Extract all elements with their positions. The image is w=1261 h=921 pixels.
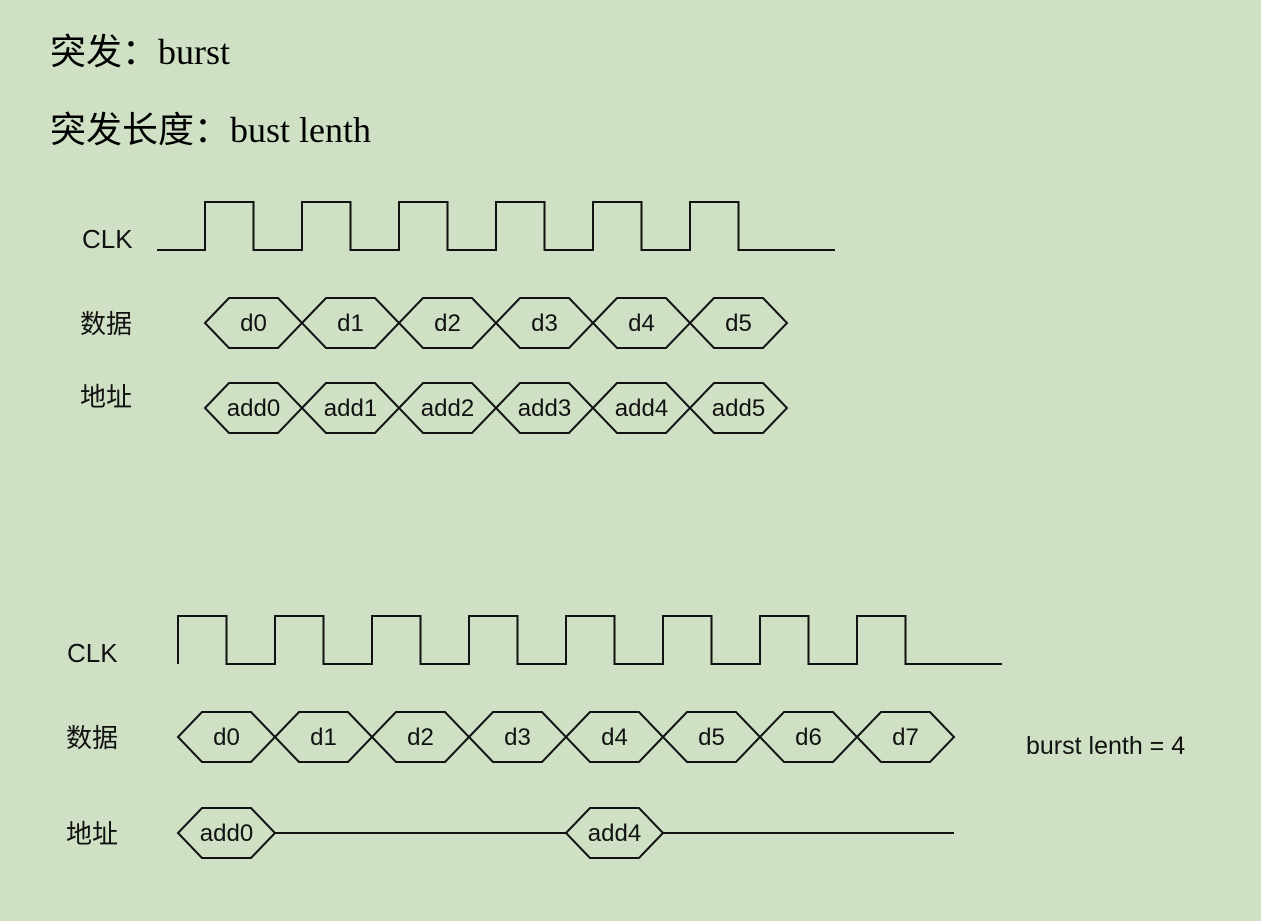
clk-waveform: [157, 201, 835, 251]
data-cell-label: d5: [698, 724, 725, 751]
addr-cell-label: add2: [421, 395, 474, 422]
data-cell-label: d6: [795, 724, 822, 751]
burst-length-note: burst lenth = 4: [1026, 732, 1185, 760]
data-cell-label: d4: [601, 724, 628, 751]
data-label: 数据: [66, 723, 118, 753]
data-cell-label: d2: [434, 310, 461, 337]
addr-cell-label: add1: [324, 395, 377, 422]
addr-label: 地址: [80, 382, 132, 412]
addr-label: 地址: [66, 819, 118, 849]
clk-label: CLK: [67, 638, 118, 668]
addr-cell-label: add4: [588, 820, 641, 847]
clk-label: CLK: [82, 224, 133, 254]
data-cell-label: d1: [337, 310, 364, 337]
data-cell-label: d3: [504, 724, 531, 751]
burst-heading: 突发：burst: [50, 32, 231, 72]
data-cell-label: d4: [628, 310, 655, 337]
clk-waveform: [177, 615, 1002, 665]
data-cell-label: d0: [213, 724, 240, 751]
data-label: 数据: [80, 309, 132, 339]
timing-diagram-burst: CLK 数据 地址 burst lenth = 4 d0 d1 d2 d3 d4 d5 d6…: [66, 615, 1185, 859]
data-cell: [855, 711, 956, 763]
addr-cell-label: add0: [200, 820, 253, 847]
data-cell-label: d5: [725, 310, 752, 337]
data-cell-label: d0: [240, 310, 267, 337]
addr-cell-label: add0: [227, 395, 280, 422]
data-cell-label: d2: [407, 724, 434, 751]
addr-cell-label: add5: [712, 395, 765, 422]
data-cell: [688, 297, 789, 349]
data-cell-label: d1: [310, 724, 337, 751]
data-cell-label: d7: [892, 724, 919, 751]
data-cell-label: d3: [531, 310, 558, 337]
burst-length-heading: 突发长度：bust lenth: [50, 110, 371, 150]
addr-cell-label: add4: [615, 395, 668, 422]
addr-cell: [688, 382, 789, 434]
addr-cell-label: add3: [518, 395, 571, 422]
timing-diagram-all-addresses: CLK 数据 地址 d0 d1 d2 d3 d4 d5 add0 add1 add2 add3 a…: [80, 201, 835, 434]
